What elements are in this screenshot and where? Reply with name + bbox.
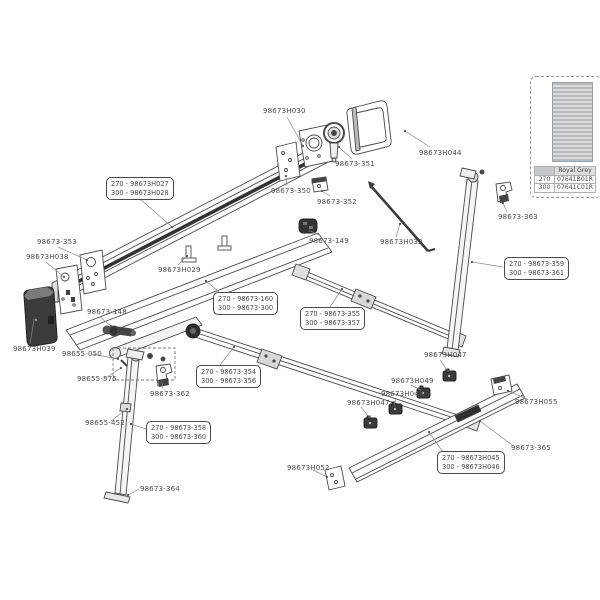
upper-arm-drawing — [291, 263, 467, 348]
clip-98673h047-upper — [442, 368, 457, 382]
fabric-table: Royal Grey 270 07641B01R 300 07641C01R — [534, 166, 596, 193]
part-label-98673-363: 98673-363 — [498, 213, 538, 221]
fabric-code: 07641C01R — [554, 183, 596, 193]
part-label-98673h055: 98673H055 — [515, 398, 558, 406]
variant-line-270: 270 - 98673-358 — [151, 424, 207, 432]
variant-line-270: 270 - 98673-160 — [218, 295, 274, 303]
part-label-98673h039: 98673H039 — [13, 345, 56, 353]
fabric-name: Royal Grey — [554, 166, 596, 176]
fabric-legend: Royal Grey 270 07641B01R 300 07641C01R — [530, 76, 600, 198]
roller-knob-98673-148 — [102, 325, 136, 337]
variant-line-270: 270 - 98673-359 — [509, 260, 565, 268]
fabric-size: 300 — [534, 183, 555, 193]
bracket-98673h052 — [324, 465, 346, 491]
part-label-98655-050: 98655-050 — [62, 350, 102, 358]
part-label-98673h038: 98673H038 — [26, 253, 69, 261]
part-label-98673h047-upper: 98673H047 — [424, 351, 467, 359]
left-support-leg-drawing — [103, 347, 176, 504]
variant-line-300: 300 - 98673-361 — [509, 268, 565, 277]
variant-box-right-leg: 270 - 98673-359 300 - 98673-361 — [504, 257, 570, 280]
part-label-98673h044: 98673H044 — [419, 149, 462, 157]
part-label-98673h052: 98673H052 — [287, 464, 330, 472]
variant-box-left-leg: 270 - 98673-358 300 - 98673-360 — [146, 421, 212, 444]
awning-fabric-drawing — [65, 232, 333, 359]
crank-rod-98673h032 — [368, 181, 436, 252]
bracket-98673h038 — [55, 264, 83, 315]
part-label-98673h049: 98673H049 — [391, 377, 434, 385]
variant-box-upper-arm: 270 - 98673-355 300 - 98673-357 — [300, 307, 366, 330]
roller-insert-98673-149 — [298, 218, 318, 234]
variant-line-300: 300 - 98673-356 — [201, 376, 257, 385]
gear-unit-98673-351 — [323, 122, 345, 163]
part-label-98673-365: 98673-365 — [511, 444, 551, 452]
plate-98673-350 — [275, 141, 301, 182]
part-label-98673h047-lower: 98673H047 — [347, 399, 390, 407]
fabric-swatch — [552, 82, 593, 162]
end-cap-98673h039 — [23, 286, 58, 347]
part-label-98673-148: 98673-148 — [87, 308, 127, 316]
variant-line-270: 270 - 98673-354 — [201, 368, 257, 376]
part-label-98673h032: 98673H032 — [380, 238, 423, 246]
fabric-size: 270 — [534, 174, 555, 184]
part-label-98655-575: 98655-575 — [77, 375, 117, 383]
variant-line-270: 270 - 98673-355 — [305, 310, 361, 318]
bracket-98673-362 — [155, 363, 173, 387]
knob-98673-352 — [311, 176, 329, 193]
part-label-98655-452: 98655-452 — [85, 419, 125, 427]
variant-line-300: 300 - 98673-357 — [305, 318, 361, 327]
variant-line-270: 270 - 98673H027 — [111, 180, 169, 188]
variant-line-300: 300 - 98673-360 — [151, 432, 207, 441]
rail-bracket-98673h029 — [181, 235, 232, 263]
variant-box-case-profile: 270 - 98673H027 300 - 98673H028 — [106, 177, 174, 200]
variant-line-300: 300 - 98673-300 — [218, 303, 274, 312]
part-label-98673-362: 98673-362 — [150, 390, 190, 398]
part-label-98673h030: 98673H030 — [263, 107, 306, 115]
variant-line-270: 270 - 98673H045 — [442, 454, 500, 462]
fabric-code: 07641B01R — [554, 174, 596, 184]
variant-box-lead-bar: 270 - 98673H045 300 - 98673H046 — [437, 451, 505, 474]
part-label-98673-350: 98673-350 — [271, 187, 311, 195]
part-label-98673h048: 98673H048 — [381, 390, 424, 398]
bracket-98673h055 — [490, 374, 513, 396]
part-label-98673-351: 98673-351 — [335, 160, 375, 168]
plate-98673-353 — [79, 249, 107, 295]
fabric-swatch-mini — [534, 166, 555, 176]
part-label-98673-149: 98673-149 — [309, 237, 349, 245]
clip-98673h048 — [388, 401, 403, 415]
part-label-98673-353: 98673-353 — [37, 238, 77, 246]
variant-box-lower-arm: 270 - 98673-354 300 - 98673-356 — [196, 365, 262, 388]
right-support-leg-drawing — [441, 167, 485, 358]
variant-box-roller: 270 - 98673-160 300 - 98673-300 — [213, 292, 279, 315]
variant-line-300: 300 - 98673H046 — [442, 462, 500, 471]
end-cap-98673h044 — [346, 100, 392, 155]
part-label-98673-352: 98673-352 — [317, 198, 357, 206]
leader-lines — [29, 116, 528, 497]
variant-line-300: 300 - 98673H028 — [111, 188, 169, 197]
part-label-98673h029: 98673H029 — [158, 266, 201, 274]
part-label-98673-364: 98673-364 — [140, 485, 180, 493]
clip-98673h047-lower — [363, 415, 378, 429]
bracket-98673-363 — [495, 181, 513, 203]
